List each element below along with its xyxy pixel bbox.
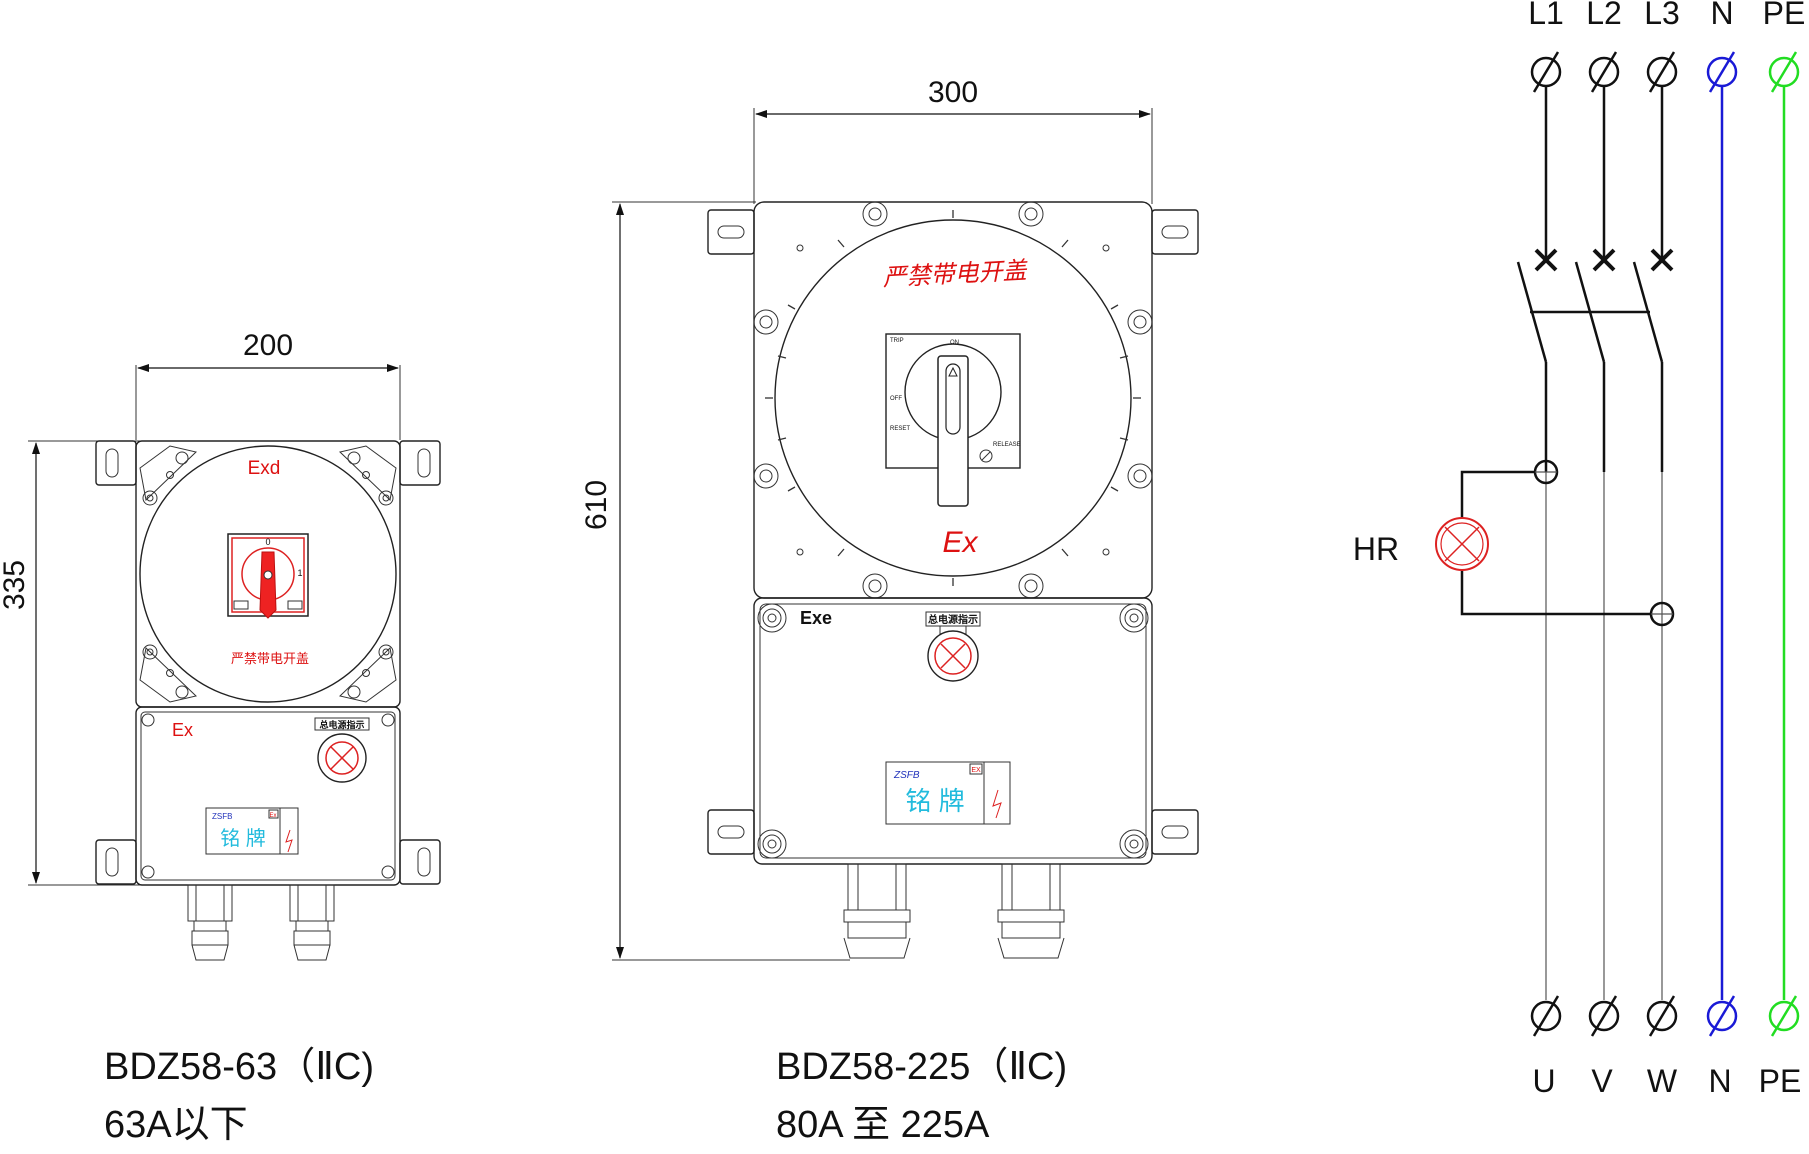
large-switch-reset-mark: RESET: [890, 426, 910, 432]
large-switch-release-mark: RELEASE: [993, 442, 1021, 448]
large-switch-off-mark: OFF: [890, 396, 902, 402]
input-terminals: [1530, 51, 1800, 93]
small-cover-disc: [139, 445, 397, 703]
small-rotary-switch[interactable]: 0 1: [227, 533, 309, 619]
small-cable-glands: [187, 884, 335, 961]
input-label-pe: PE: [1763, 0, 1806, 31]
output-terminals: [1530, 995, 1800, 1037]
output-label-v: V: [1591, 1063, 1613, 1099]
large-height-dimension: 610: [580, 201, 850, 961]
small-width-label: 200: [243, 329, 293, 362]
small-corner-bolts: [139, 445, 397, 703]
small-exd-label: Exd: [248, 458, 281, 479]
input-label-n: N: [1710, 0, 1733, 31]
large-indicator-label: 总电源指示: [928, 613, 978, 626]
small-mounting-lugs: [95, 440, 441, 885]
output-label-pe: PE: [1759, 1063, 1802, 1099]
large-ex-label: Ex: [942, 526, 978, 559]
large-width-dimension: 300: [753, 76, 1153, 204]
small-switch-on-mark: 1: [297, 568, 302, 578]
large-lower-housing: [753, 597, 1153, 865]
large-cable-glands: [843, 863, 1065, 959]
input-label-l3: L3: [1644, 0, 1680, 31]
large-model-name: BDZ58-225（ⅡC): [776, 1046, 1068, 1088]
small-height-label: 335: [0, 560, 31, 610]
lamp-label-hr: HR: [1353, 531, 1399, 567]
large-exe-label: Exe: [800, 608, 832, 628]
small-model-rating: 63A以下: [104, 1104, 248, 1146]
breaker-contacts: [1516, 248, 1674, 472]
large-nameplate: ZSFB 铭 牌 EX: [885, 761, 1011, 825]
large-switch-trip-mark: TRIP: [890, 338, 904, 344]
large-model-caption: BDZ58-225（ⅡC) 80A 至 225A: [776, 1038, 1067, 1154]
wiring-schematic: L1 L2 L3 N PE: [1353, 0, 1805, 1099]
small-nameplate-mark: Ex: [269, 813, 276, 819]
small-nameplate-text: 铭 牌: [220, 827, 266, 850]
small-model-caption: BDZ58-63（ⅡC) 63A以下: [104, 1038, 374, 1154]
small-nameplate-brand: ZSFB: [212, 812, 232, 821]
large-height-label: 610: [580, 480, 613, 530]
large-lower-bolts: [757, 603, 1149, 859]
large-nameplate-brand: ZSFB: [893, 770, 920, 781]
large-cover-disc: [774, 219, 1132, 577]
large-nameplate-text: 铭 牌: [905, 786, 964, 816]
small-width-dimension: 200: [135, 329, 401, 440]
small-nameplate: ZSFB 铭 牌 Ex: [205, 807, 299, 855]
small-indicator-lamp: 总电源指示: [314, 717, 370, 783]
large-cover-ticks: [765, 210, 1141, 586]
large-indicator-lamp: 总电源指示: [925, 611, 981, 682]
small-switch-off-mark: 0: [265, 537, 270, 547]
small-model-name: BDZ58-63（ⅡC): [104, 1046, 374, 1088]
small-indicator-label: 总电源指示: [319, 719, 364, 730]
small-enclosure: 200 335: [0, 329, 441, 961]
large-model-rating: 80A 至 225A: [776, 1104, 990, 1146]
output-label-u: U: [1532, 1063, 1555, 1099]
small-height-dimension: 335: [0, 440, 140, 886]
large-enclosure: 300 610: [580, 76, 1199, 961]
large-cover-warning: 严禁带电开盖: [882, 257, 1029, 292]
large-nameplate-mark: EX: [971, 767, 981, 774]
small-lower-housing: [135, 706, 401, 886]
input-label-l2: L2: [1586, 0, 1622, 31]
input-label-l1: L1: [1528, 0, 1564, 31]
large-switch-on-mark: ON: [950, 340, 959, 346]
large-width-label: 300: [928, 76, 978, 109]
output-label-w: W: [1647, 1063, 1678, 1099]
indicator-lamp-circuit: HR: [1353, 459, 1675, 627]
large-breaker-handle[interactable]: TRIP ON OFF RESET RELEASE: [885, 333, 1021, 507]
output-label-n: N: [1708, 1063, 1731, 1099]
small-ex-label: Ex: [172, 720, 193, 740]
small-cover-warning: 严禁带电开盖: [231, 651, 309, 666]
